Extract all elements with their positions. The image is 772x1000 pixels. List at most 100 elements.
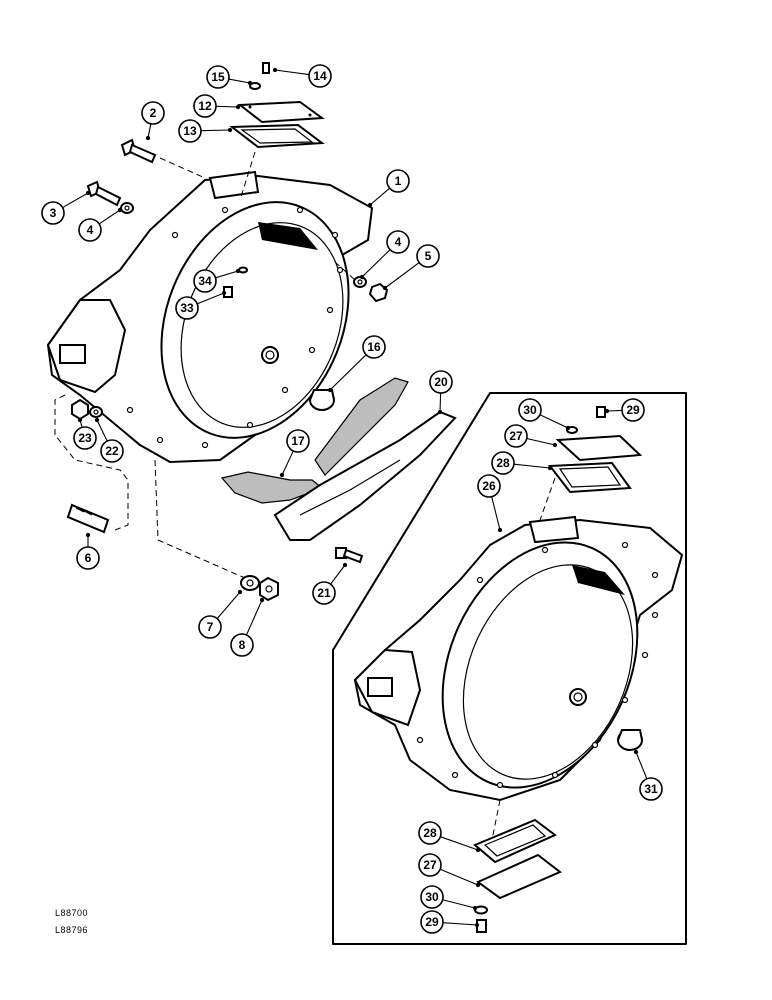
callout-number: 13 [183, 124, 197, 138]
callout-17: 17 [286, 429, 310, 453]
callout-number: 31 [644, 782, 658, 796]
leader-arrowhead [367, 202, 373, 208]
callout-circle [504, 424, 528, 448]
leader-line [606, 409, 623, 412]
leader-arrowhead [359, 274, 365, 280]
seal-17-upper [314, 377, 409, 476]
cover-20 [273, 410, 457, 541]
leader-line [439, 868, 479, 886]
leader-line [196, 292, 225, 305]
washer-15 [249, 82, 261, 90]
leader-arrowhead [247, 80, 253, 86]
callout-number: 29 [425, 915, 439, 929]
flywheel-housing-main [46, 170, 374, 464]
callout-6: 6 [76, 546, 100, 570]
stud-6 [66, 503, 110, 534]
leader-line [513, 463, 551, 469]
leader-arrowhead [437, 409, 443, 415]
leader-arrowhead [235, 104, 241, 110]
gasket-28-bottom [473, 818, 557, 864]
callout-number: 7 [207, 620, 214, 634]
leader-arrowhead [85, 532, 91, 538]
leader-line [96, 419, 108, 442]
callout-number: 16 [367, 340, 381, 354]
callout-number: 14 [313, 69, 327, 83]
callout-circle [420, 885, 444, 909]
callout-31: 31 [639, 777, 663, 801]
leader-arrowhead [547, 465, 553, 471]
callout-number: 12 [198, 99, 212, 113]
callout-circle [518, 398, 542, 422]
callout-8: 8 [230, 633, 254, 657]
callout-number: 27 [509, 429, 523, 443]
gasket-13 [229, 123, 325, 149]
callout-number: 2 [150, 106, 157, 120]
leader-line [98, 209, 121, 225]
callout-circle [308, 64, 332, 88]
callout-27: 27 [418, 853, 442, 877]
callout-number: 4 [395, 235, 402, 249]
bolt-3 [86, 180, 122, 207]
callout-circle [491, 451, 515, 475]
callout-circle [386, 169, 410, 193]
leader-line [439, 392, 442, 413]
leader-arrowhead [497, 527, 503, 533]
callout-29: 29 [621, 398, 645, 422]
callout-circle [429, 370, 453, 394]
callout-4: 4 [78, 218, 102, 242]
leader-arrowhead [85, 190, 91, 196]
callout-number: 5 [425, 249, 432, 263]
callout-number: 1 [395, 174, 402, 188]
flywheel-housing-inset [353, 515, 684, 802]
callout-14: 14 [308, 64, 332, 88]
callout-number: 28 [423, 826, 437, 840]
callout-30: 30 [420, 885, 444, 909]
callout-circle [73, 426, 97, 450]
leader-arrowhead [259, 597, 265, 603]
callout-number: 27 [423, 858, 437, 872]
leader-arrowhead [552, 442, 558, 448]
bolt-29-top [596, 406, 606, 418]
leader-arrowhead [279, 472, 285, 478]
leader-line [369, 187, 391, 206]
callout-13: 13 [178, 119, 202, 143]
washer-7 [240, 575, 260, 591]
callout-number: 15 [211, 70, 225, 84]
callout-28: 28 [491, 451, 515, 475]
reference-code-1: L88700 [55, 908, 89, 918]
leader-arrowhead [382, 285, 388, 291]
callout-number: 30 [425, 890, 439, 904]
callout-number: 4 [87, 223, 94, 237]
callout-4: 4 [386, 230, 410, 254]
callout-circle [230, 633, 254, 657]
leader-line [442, 899, 476, 909]
leader-arrowhead [565, 425, 571, 431]
leader-arrowhead [474, 922, 480, 928]
washer-4-left [120, 202, 134, 214]
callout-circle [362, 335, 386, 359]
leader-arrowhead [327, 387, 333, 393]
plug-16 [309, 389, 335, 411]
callout-circle [312, 581, 336, 605]
callout-20: 20 [429, 370, 453, 394]
callout-22: 22 [100, 439, 124, 463]
washer-34 [238, 266, 248, 274]
leader-arrowhead [145, 135, 151, 141]
leader-arrowhead [272, 67, 278, 73]
callout-3: 3 [41, 201, 65, 225]
leader-line [281, 450, 294, 476]
bolt-21 [335, 547, 364, 564]
leader-arrowhead [237, 589, 243, 595]
leader-line [361, 249, 391, 278]
leader-line [440, 836, 479, 851]
callout-circle [206, 65, 230, 89]
callout-number: 34 [198, 274, 212, 288]
callout-number: 30 [523, 403, 537, 417]
callout-7: 7 [198, 615, 222, 639]
callout-circle [78, 218, 102, 242]
leader-arrowhead [475, 882, 481, 888]
callout-16: 16 [362, 335, 386, 359]
callout-33: 33 [175, 296, 199, 320]
callout-number: 22 [105, 444, 119, 458]
callout-circle [175, 296, 199, 320]
